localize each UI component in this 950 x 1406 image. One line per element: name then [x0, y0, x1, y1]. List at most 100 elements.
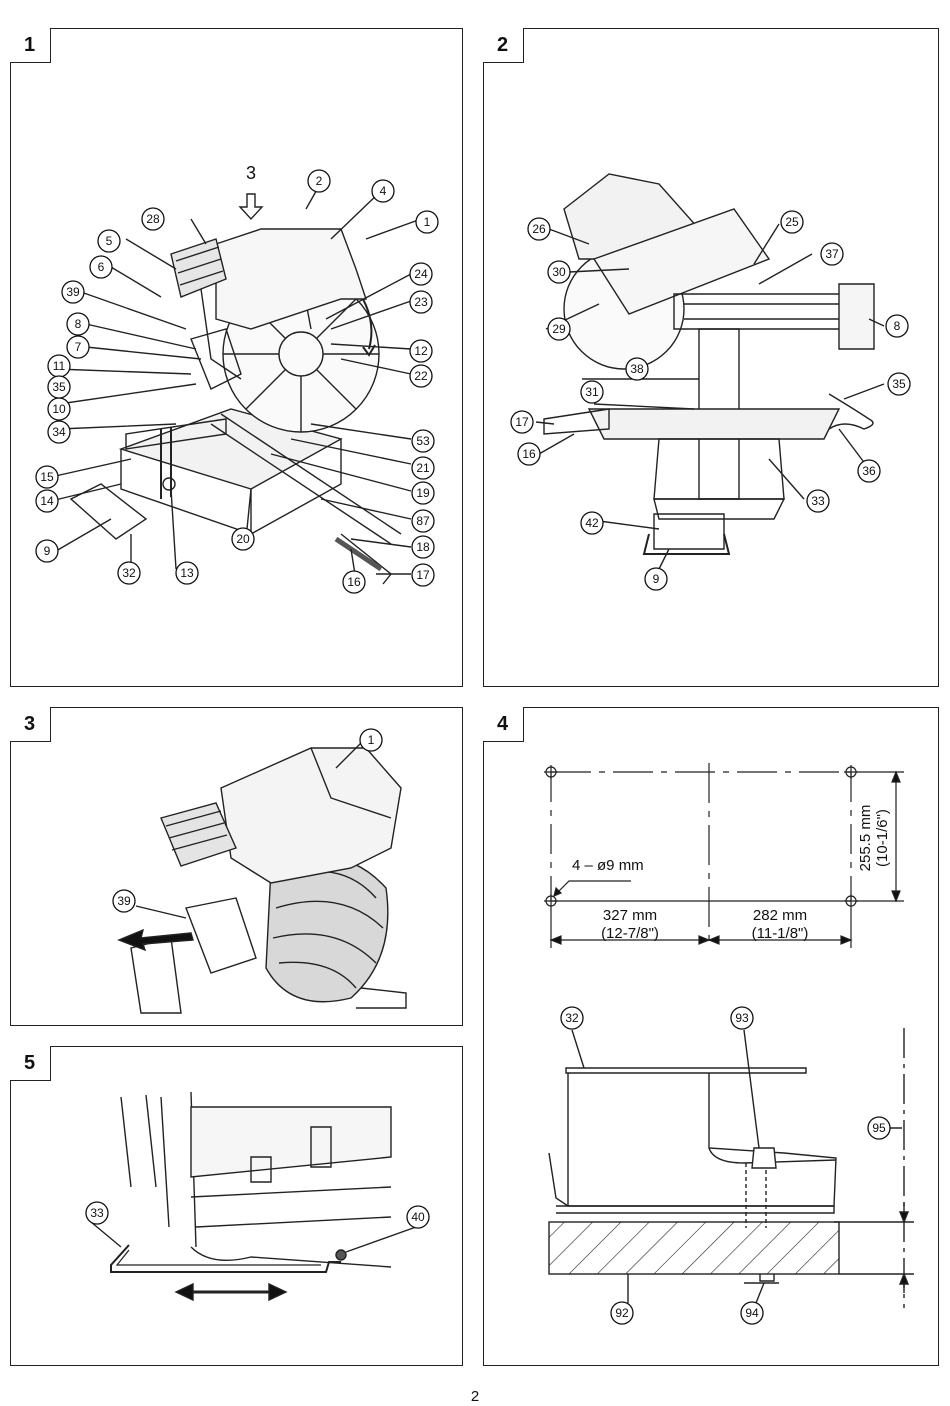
svg-text:39: 39: [66, 285, 80, 299]
callout-18: 18: [411, 535, 435, 559]
callout-11: 11: [47, 354, 71, 378]
callout-23: 23: [409, 290, 433, 314]
callout-19: 19: [411, 481, 435, 505]
svg-text:8: 8: [894, 319, 901, 333]
svg-text:6: 6: [98, 260, 105, 274]
svg-text:20: 20: [236, 532, 250, 546]
figure-2-label: 2: [482, 27, 524, 63]
svg-text:14: 14: [40, 494, 54, 508]
svg-text:87: 87: [416, 514, 430, 528]
callout-25: 25: [780, 210, 804, 234]
callout-14: 14: [35, 489, 59, 513]
svg-text:33: 33: [90, 1206, 104, 1220]
callout-93: 93: [730, 1006, 754, 1030]
callout-17: 17: [510, 410, 534, 434]
svg-text:33: 33: [811, 494, 825, 508]
callout-8: 8: [885, 314, 909, 338]
callout-42: 42: [580, 511, 604, 535]
svg-text:38: 38: [630, 362, 644, 376]
figure-1-saw-front-view: 1 2 3 4 5 6 7 8 9 10 11 12 13 14 15 16 1…: [35, 162, 439, 594]
callout-4: 4: [371, 179, 395, 203]
callout-95: 95: [867, 1116, 891, 1140]
callout-34: 34: [47, 420, 71, 444]
callout-36: 36: [857, 459, 881, 483]
callout-1: 1: [359, 728, 383, 752]
svg-text:39: 39: [117, 894, 131, 908]
callout-94: 94: [740, 1301, 764, 1325]
callout-38: 38: [625, 357, 649, 381]
callout-6: 6: [89, 255, 113, 279]
figure-3-saw-head-release: 1 39: [112, 728, 407, 1014]
callout-32: 32: [117, 561, 141, 585]
figure-2-callouts: 8 9 16 17 25 26 29 30 31 33 35 36 37 38 …: [510, 210, 911, 591]
figure-3-panel: 3 1 39: [9, 706, 463, 1026]
figure-5-callouts: 33 40: [85, 1201, 430, 1229]
callout-9: 9: [644, 567, 668, 591]
svg-text:42: 42: [585, 516, 599, 530]
callout-24: 24: [409, 262, 433, 286]
callout-29: 29: [547, 317, 571, 341]
width-right-mm: 282 mm: [753, 907, 807, 924]
svg-text:9: 9: [44, 544, 51, 558]
callout-53: 53: [411, 429, 435, 453]
svg-text:29: 29: [552, 322, 566, 336]
callout-40: 40: [406, 1205, 430, 1229]
svg-text:3: 3: [246, 163, 256, 183]
svg-text:32: 32: [565, 1011, 579, 1025]
callout-17: 17: [411, 563, 435, 587]
callout-16: 16: [342, 570, 366, 594]
svg-text:19: 19: [416, 486, 430, 500]
svg-text:7: 7: [75, 340, 82, 354]
callout-15: 15: [35, 465, 59, 489]
svg-text:22: 22: [414, 369, 428, 383]
callout-33: 33: [85, 1201, 109, 1225]
callout-10: 10: [47, 397, 71, 421]
svg-text:16: 16: [347, 575, 361, 589]
figure-4-dimension-labels: 4 – ø9 mm 327 mm (12-7/8") 282 mm (11-1/…: [572, 805, 891, 942]
callout-13: 13: [175, 561, 199, 585]
depth-in: (10-1/6"): [874, 809, 891, 867]
figure-2-saw-rear-view: 8 9 16 17 25 26 29 30 31 33 35 36 37 38 …: [510, 173, 911, 591]
page-number: 2: [470, 1388, 480, 1405]
svg-text:8: 8: [75, 317, 82, 331]
figure-4-panel: 4 4 – ø9 mm 327 mm: [482, 706, 939, 1366]
width-right-in: (11-1/8"): [752, 925, 809, 942]
figure-4-mounting-dimensions: 4 – ø9 mm 327 mm (12-7/8") 282 mm (11-1/…: [544, 763, 914, 1325]
callout-92: 92: [610, 1301, 634, 1325]
depth-mm: 255.5 mm: [857, 805, 874, 872]
width-left-in: (12-7/8"): [601, 925, 659, 942]
svg-text:11: 11: [53, 359, 66, 373]
svg-text:23: 23: [414, 295, 428, 309]
svg-text:16: 16: [522, 447, 536, 461]
svg-text:28: 28: [146, 212, 160, 226]
figure-4-label: 4: [482, 706, 524, 742]
svg-text:34: 34: [52, 425, 66, 439]
svg-text:24: 24: [414, 267, 428, 281]
callout-37: 37: [820, 242, 844, 266]
figure-1-callouts: 1 2 3 4 5 6 7 8 9 10 11 12 13 14 15 16 1…: [35, 162, 439, 594]
svg-text:53: 53: [416, 434, 430, 448]
svg-text:12: 12: [414, 344, 428, 358]
svg-text:35: 35: [52, 380, 66, 394]
callout-16: 16: [517, 442, 541, 466]
figure-1-panel: 1: [9, 27, 463, 687]
callout-22: 22: [409, 364, 433, 388]
svg-text:26: 26: [532, 222, 546, 236]
svg-text:92: 92: [615, 1306, 629, 1320]
svg-text:13: 13: [180, 566, 194, 580]
svg-text:30: 30: [552, 265, 566, 279]
svg-text:40: 40: [411, 1210, 425, 1224]
callout-3: 3: [240, 162, 262, 184]
callout-7: 7: [66, 335, 90, 359]
callout-39: 39: [61, 280, 85, 304]
callout-33: 33: [806, 489, 830, 513]
svg-text:18: 18: [416, 540, 430, 554]
callout-28: 28: [141, 207, 165, 231]
figure-5-label: 5: [9, 1045, 51, 1081]
callout-30: 30: [547, 260, 571, 284]
callout-20: 20: [231, 527, 255, 551]
callout-5: 5: [97, 229, 121, 253]
svg-text:1: 1: [368, 733, 375, 747]
svg-text:15: 15: [40, 470, 54, 484]
width-left-mm: 327 mm: [603, 907, 657, 924]
